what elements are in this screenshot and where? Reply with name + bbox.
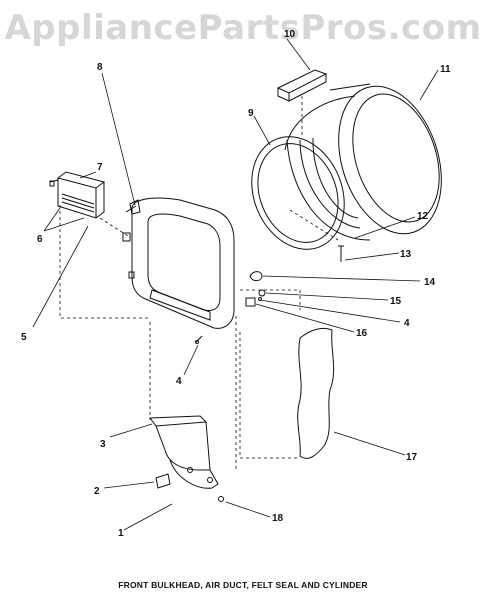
callout-1: 1 bbox=[118, 528, 124, 539]
callout-8: 8 bbox=[97, 62, 103, 73]
callout-3: 3 bbox=[100, 439, 106, 450]
part-10-seal-strip bbox=[276, 69, 328, 102]
callout-15: 15 bbox=[390, 296, 402, 307]
callout-4-right: 4 bbox=[404, 318, 410, 329]
callout-6: 6 bbox=[37, 234, 43, 245]
part-15-washer bbox=[258, 289, 266, 297]
callout-2: 2 bbox=[94, 486, 100, 497]
part-7-lint-housing bbox=[49, 171, 106, 219]
callout-5: 5 bbox=[21, 332, 27, 343]
part-18-clip bbox=[218, 496, 224, 502]
callout-11: 11 bbox=[440, 64, 451, 75]
callout-17: 17 bbox=[406, 452, 418, 463]
assembly-dashed-lines bbox=[59, 96, 339, 470]
part-17-felt-strip bbox=[297, 327, 335, 459]
watermark: AppliancePartsPros.com bbox=[4, 8, 482, 48]
part-14-clip bbox=[249, 271, 263, 282]
callout-4-left: 4 bbox=[176, 376, 182, 387]
callout-18: 18 bbox=[272, 513, 284, 524]
callout-14: 14 bbox=[424, 277, 436, 288]
part-13-screw bbox=[338, 245, 344, 262]
leader-lines bbox=[32, 38, 439, 531]
part-16-nut bbox=[245, 297, 256, 307]
part-3-air-duct bbox=[149, 415, 219, 489]
diagram-caption: FRONT BULKHEAD, AIR DUCT, FELT SEAL AND … bbox=[118, 580, 368, 590]
part-2-pad bbox=[155, 473, 171, 489]
part-8-front-bulkhead bbox=[122, 197, 235, 329]
callout-labels: 8 7 6 5 10 11 9 12 13 14 15 4 16 4 3 17 … bbox=[21, 29, 451, 539]
callout-9: 9 bbox=[248, 108, 254, 119]
part-11-drum-cylinder bbox=[284, 83, 442, 241]
callout-16: 16 bbox=[356, 328, 368, 339]
callout-13: 13 bbox=[400, 249, 412, 260]
callout-10: 10 bbox=[284, 29, 296, 40]
callout-7: 7 bbox=[97, 162, 103, 173]
callout-12: 12 bbox=[417, 211, 429, 222]
part-4-screw bbox=[195, 297, 262, 344]
part-9-felt-seal-ring bbox=[251, 136, 345, 250]
